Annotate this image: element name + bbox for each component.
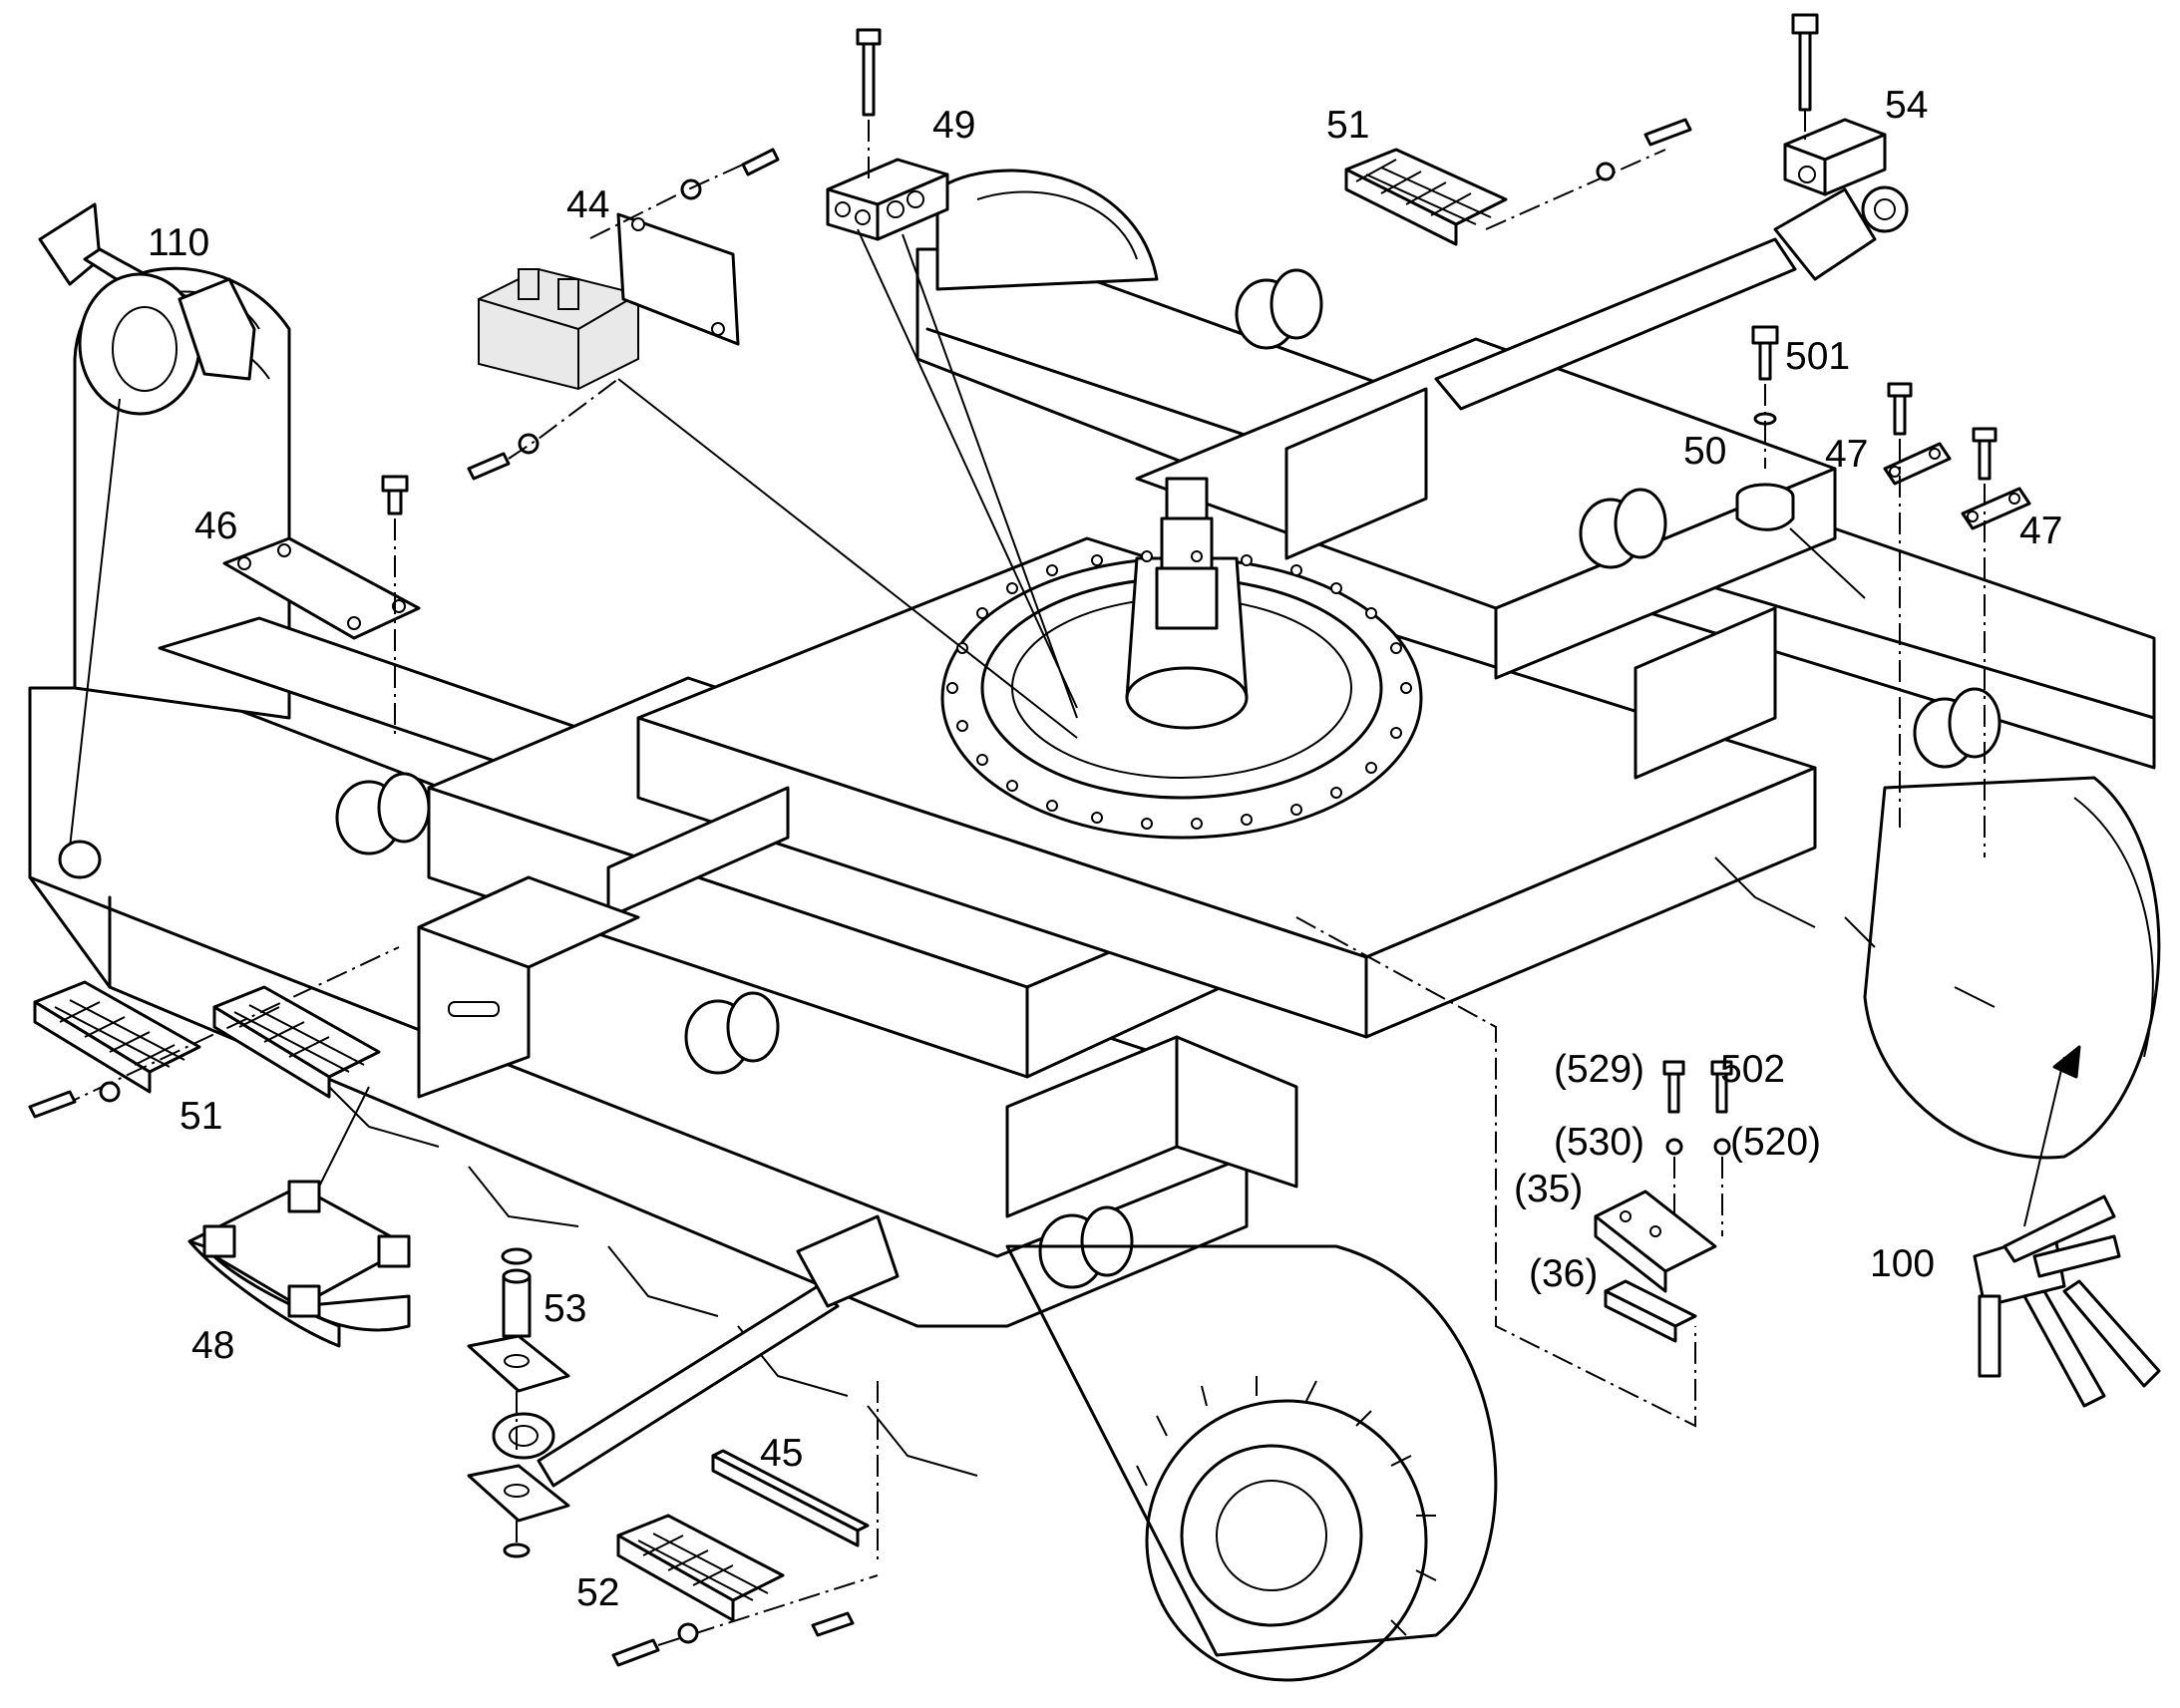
label-100: 100	[1870, 1242, 1935, 1285]
label-49: 49	[932, 104, 975, 147]
label-45: 45	[760, 1432, 803, 1475]
label-46: 46	[194, 505, 237, 547]
part-50-rubber-mount	[1735, 325, 1866, 599]
part-46-cover-plate	[222, 475, 421, 738]
part-54-cylinder-block	[1783, 13, 1887, 196]
label-47-a: 47	[1825, 433, 1868, 476]
part-49-clamp-block	[826, 28, 1078, 719]
label-502: 502	[1720, 1048, 1785, 1091]
part-51-step-top	[1344, 118, 1692, 246]
ring-bolt-holes	[946, 550, 1412, 830]
undercarriage-frame	[28, 169, 2161, 1682]
label-530: (530)	[1554, 1121, 1644, 1164]
label-51-top: 51	[1326, 104, 1369, 147]
part-48-bracket	[187, 1086, 411, 1348]
part-45-bar	[711, 1381, 879, 1565]
part-44-valve-block	[467, 148, 1078, 739]
label-48: 48	[191, 1324, 234, 1367]
label-53: 53	[544, 1287, 586, 1330]
label-51-left: 51	[180, 1095, 222, 1138]
label-50: 50	[1683, 430, 1726, 473]
pivot-joints	[335, 268, 2001, 1289]
part-110-tow-hook	[38, 202, 256, 879]
label-529: (529)	[1554, 1048, 1644, 1091]
part-52-step	[611, 1514, 879, 1667]
label-36: (36)	[1529, 1252, 1598, 1295]
label-35: (35)	[1514, 1168, 1583, 1210]
part-51-steps-left	[28, 946, 400, 1119]
label-520: (520)	[1730, 1121, 1821, 1164]
part-35-36-pad-assembly	[1295, 916, 1733, 1428]
label-501: 501	[1785, 335, 1850, 378]
label-54: 54	[1885, 84, 1928, 127]
label-110: 110	[148, 221, 209, 264]
part-53-pin	[467, 1247, 570, 1558]
label-44: 44	[566, 183, 609, 226]
part-100-hose-assembly	[1973, 1045, 2161, 1408]
label-52: 52	[576, 1571, 619, 1614]
part-47-plates	[1883, 382, 2031, 857]
callout-labels: 110 44 49 51 54 501 50 47 47 46 51 48 53…	[148, 84, 2062, 1614]
label-47-b: 47	[2019, 510, 2062, 552]
